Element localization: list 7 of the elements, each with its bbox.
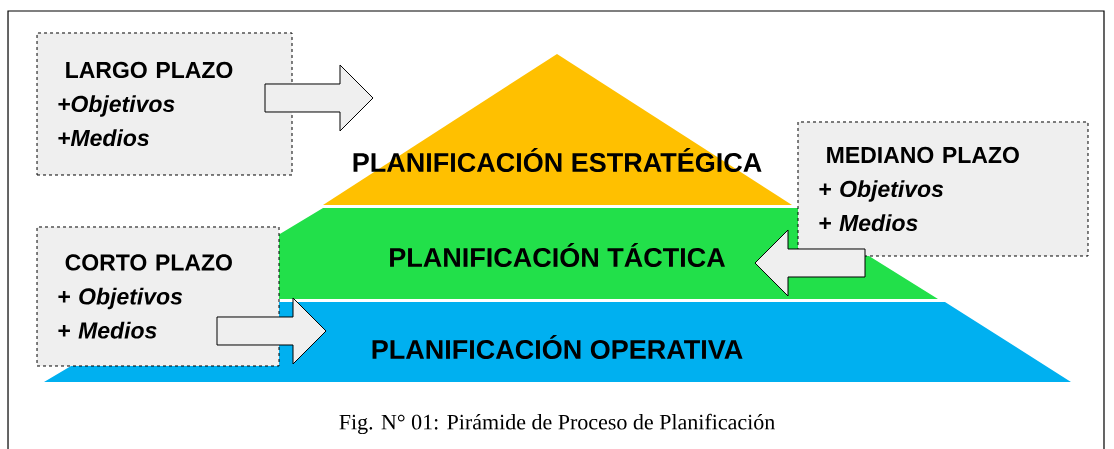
block-arrow — [264, 64, 374, 132]
plazo-box: MEDIANO PLAZO + Objetivos + Medios — [797, 121, 1089, 257]
plazo-box: CORTO PLAZO + Objetivos + Medios — [36, 226, 280, 367]
block-arrow — [216, 297, 327, 365]
plazo-box: LARGO PLAZO +Objetivos +Medios — [36, 32, 293, 176]
caption: Fig. N° 01: Pirámide de Proceso de Planificación — [339, 413, 775, 435]
block-arrow — [754, 229, 866, 297]
